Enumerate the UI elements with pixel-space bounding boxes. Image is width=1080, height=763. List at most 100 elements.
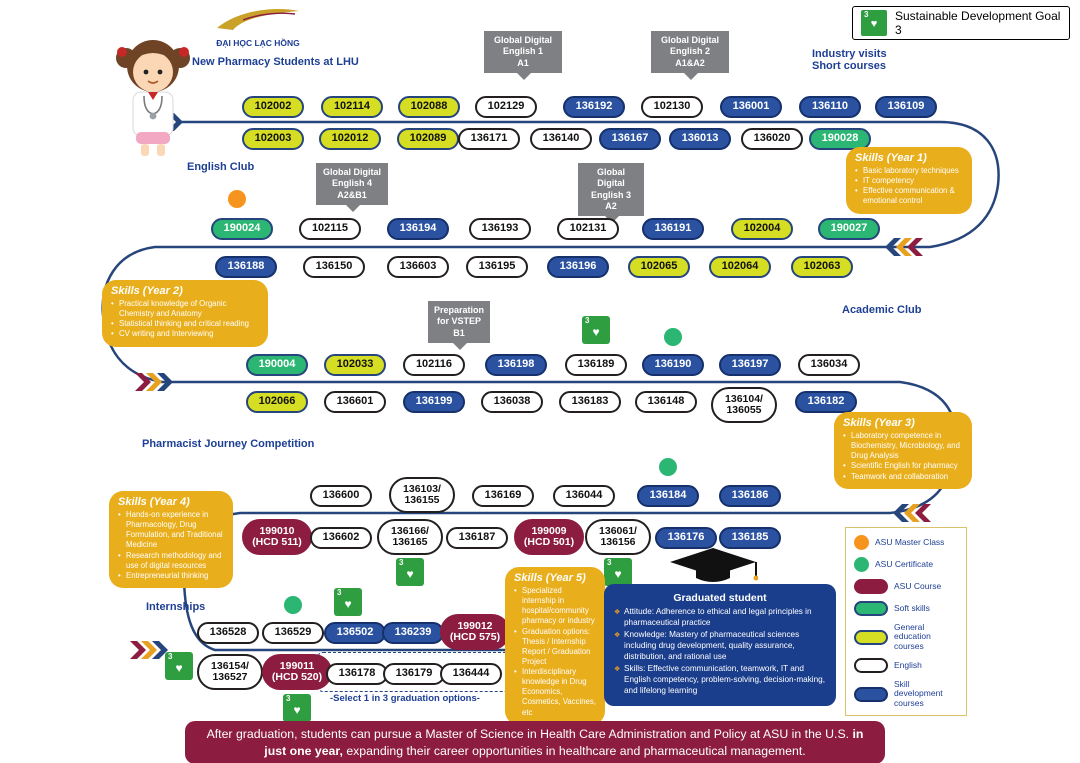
course-pill: 102004: [731, 218, 793, 240]
course-pill: 199009 (HCD 501): [514, 519, 584, 555]
asu-certificate-icon: [664, 328, 682, 346]
course-pill: 136183: [559, 391, 621, 413]
course-pill: 136176: [655, 527, 717, 549]
course-pill: 136194: [387, 218, 449, 240]
course-pill: 102003: [242, 128, 304, 150]
yellow-pill-icon: [854, 629, 888, 645]
sdg3-icon: 3♥: [604, 558, 632, 586]
course-pill: 136166/ 136165: [377, 519, 443, 555]
course-pill: 102130: [641, 96, 703, 118]
course-pill: 136178: [326, 663, 388, 685]
course-pill: 190027: [818, 218, 880, 240]
legend-item: ASU Course: [854, 579, 958, 594]
skills-year4-callout: Skills (Year 4) Hands-on experience in P…: [109, 491, 233, 588]
course-pill: 102065: [628, 256, 690, 278]
callout-gde2: Global Digital English 2 A1&A2: [651, 31, 729, 80]
course-pill: 136001: [720, 96, 782, 118]
asu-master-class-icon: [228, 190, 246, 208]
course-pill: 102064: [709, 256, 771, 278]
sdg3-icon: 3♥: [582, 316, 610, 344]
course-pill: 136502: [324, 622, 386, 644]
year5-arrow-icon: [130, 641, 168, 659]
course-pill: 102063: [791, 256, 853, 278]
english-club-label: English Club: [187, 161, 255, 173]
skills-year2-callout: Skills (Year 2) Practical knowledge of O…: [102, 280, 268, 347]
callout-gde3: Global Digital English 3 A2: [578, 163, 644, 223]
sdg3-icon: 3♥: [283, 694, 311, 722]
year2-arrow-icon: [885, 238, 923, 256]
course-pill: 136186: [719, 485, 781, 507]
course-pill: 136600: [310, 485, 372, 507]
course-pill: 136528: [197, 622, 259, 644]
footer-text: After graduation, students can pursue a …: [206, 727, 853, 741]
select-graduation-label: -Select 1 in 3 graduation options-: [330, 693, 480, 704]
course-pill: 136444: [440, 663, 502, 685]
footer-text: expanding their career opportunities in …: [342, 743, 806, 758]
course-pill: 136529: [262, 622, 324, 644]
graduation-cap-icon: [668, 546, 759, 591]
course-pill: 136103/ 136155: [389, 477, 455, 513]
course-pill: 136171: [458, 128, 520, 150]
course-pill: 136154/ 136527: [197, 654, 263, 690]
course-pill: 102131: [557, 218, 619, 240]
university-name: ĐẠI HỌC LẠC HỒNG: [216, 38, 300, 48]
course-pill: 136140: [530, 128, 592, 150]
course-pill: 136195: [466, 256, 528, 278]
course-pill: 102033: [324, 354, 386, 376]
skills-year3-callout: Skills (Year 3) Laboratory competence in…: [834, 412, 972, 489]
callout-gde1: Global Digital English 1 A1: [484, 31, 562, 80]
course-pill: 136185: [719, 527, 781, 549]
course-pill: 136188: [215, 256, 277, 278]
course-pill: 136187: [446, 527, 508, 549]
legend-item: ASU Certificate: [854, 557, 958, 572]
white-pill-icon: [854, 658, 888, 674]
footer-banner: After graduation, students can pursue a …: [185, 721, 885, 763]
blue-pill-icon: [854, 686, 888, 702]
skills-year5-callout: Skills (Year 5) Specialized internship i…: [505, 567, 605, 725]
course-pill: 136169: [472, 485, 534, 507]
course-pill: 102114: [321, 96, 383, 118]
year3-arrow-icon: [135, 373, 173, 391]
course-pill: 136044: [553, 485, 615, 507]
course-pill: 136196: [547, 256, 609, 278]
course-pill: 102116: [403, 354, 465, 376]
legend-item: ASU Master Class: [854, 535, 958, 550]
sdg3-icon: 3♥: [165, 652, 193, 680]
sdg3-icon: 3♥: [861, 10, 887, 36]
legend-item: General education courses: [854, 622, 958, 651]
year4-arrow-icon: [893, 504, 931, 522]
skills-year5-title: Skills (Year 5): [514, 572, 586, 584]
logo-bird-icon: [217, 9, 299, 30]
course-pill: 136038: [481, 391, 543, 413]
course-pill: 136110: [799, 96, 861, 118]
course-pill: 199012 (HCD 575): [440, 614, 510, 650]
course-pill: 136104/ 136055: [711, 387, 777, 423]
legend: ASU Master Class ASU Certificate ASU Cou…: [845, 527, 967, 717]
maroon-pill-icon: [854, 579, 888, 594]
internships-label: Internships: [146, 601, 206, 613]
course-pill: 136603: [387, 256, 449, 278]
skills-year3-title: Skills (Year 3): [843, 417, 915, 429]
course-pill: 199010 (HCD 511): [242, 519, 312, 555]
legend-item: Soft skills: [854, 601, 958, 616]
green-circle-icon: [854, 557, 869, 572]
course-pill: 102129: [475, 96, 537, 118]
course-pill: 136601: [324, 391, 386, 413]
course-pill: 136179: [383, 663, 445, 685]
skills-year4-title: Skills (Year 4): [118, 496, 190, 508]
footer-bold: in just one year,: [264, 727, 864, 758]
course-pill: 136034: [798, 354, 860, 376]
sdg3-icon: 3♥: [396, 558, 424, 586]
callout-gde4: Global Digital English 4 A2&B1: [316, 163, 388, 212]
course-pill: 102088: [398, 96, 460, 118]
course-pill: 102002: [242, 96, 304, 118]
course-pill: 136192: [563, 96, 625, 118]
course-pill: 136148: [635, 391, 697, 413]
skills-year1-title: Skills (Year 1): [855, 152, 927, 164]
academic-club-label: Academic Club: [842, 304, 922, 316]
mascot-illustration: [108, 28, 198, 163]
legend-item: Skill development courses: [854, 679, 958, 708]
pharmacist-journey-label: Pharmacist Journey Competition: [142, 438, 315, 450]
course-pill: 190024: [211, 218, 273, 240]
